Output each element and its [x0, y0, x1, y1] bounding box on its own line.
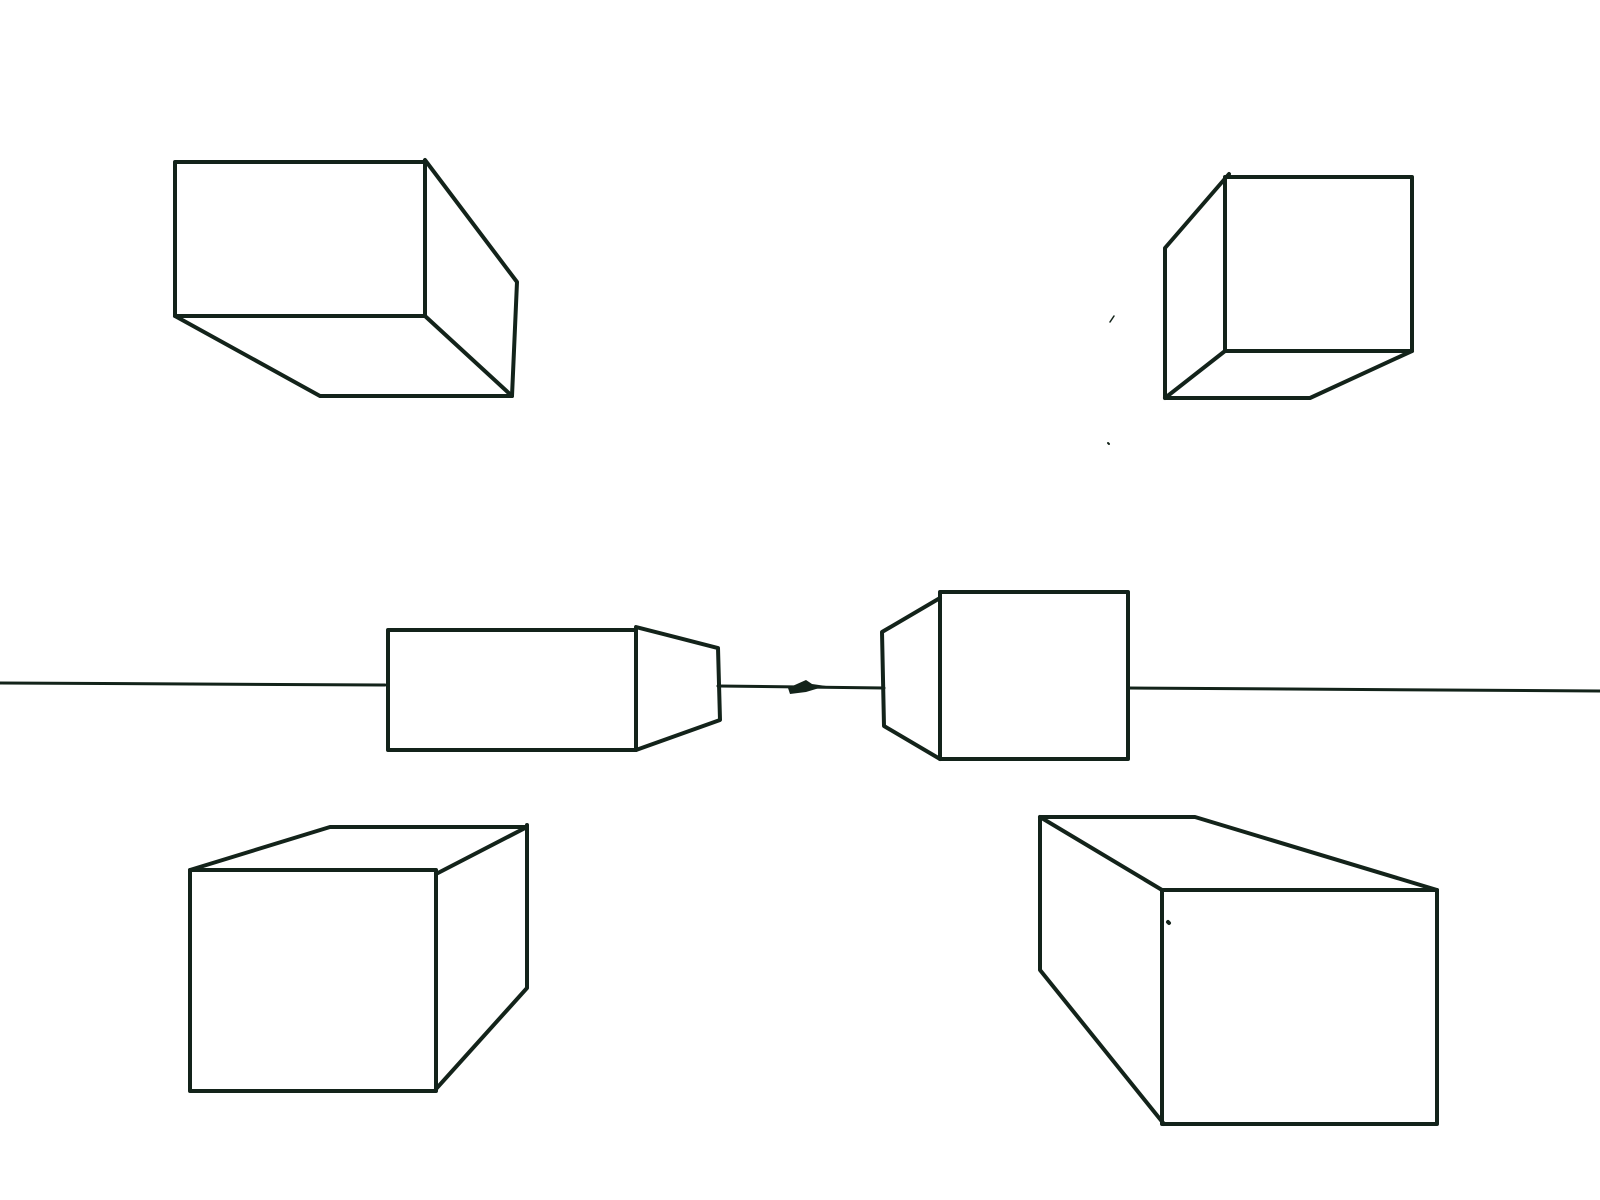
- stray-mark: [1107, 442, 1110, 445]
- box-bottom-left-top-face: [188, 825, 529, 876]
- box-middle-right-side-face: [880, 596, 942, 761]
- box-top-right: [1163, 172, 1414, 400]
- box-middle-left: [386, 625, 722, 752]
- box-bottom-right-side-edges: [1038, 815, 1166, 1126]
- box-top-left-front-face: [173, 160, 427, 318]
- vanishing-point: [788, 680, 826, 694]
- box-top-left-side-edges: [423, 158, 519, 398]
- box-bottom-right: [1038, 815, 1439, 1126]
- box-top-right-side-edges: [1163, 172, 1231, 400]
- box-bottom-left-front-face: [188, 868, 438, 1093]
- box-top-right-front-face: [1223, 175, 1414, 353]
- stray-marks: [1107, 315, 1171, 925]
- box-top-left-bottom-face: [173, 314, 514, 398]
- horizon-line-right: [1126, 686, 1600, 693]
- box-bottom-right-front-face: [1160, 888, 1439, 1126]
- box-top-left: [173, 158, 519, 398]
- horizon-line-left: [0, 681, 387, 687]
- box-bottom-right-top-face: [1038, 815, 1439, 892]
- box-bottom-left-side-edges: [434, 823, 529, 1091]
- horizon-line: [0, 680, 1600, 694]
- stray-mark: [1166, 920, 1171, 925]
- box-middle-right: [880, 590, 1130, 761]
- box-bottom-left: [188, 823, 529, 1093]
- stray-mark: [1109, 315, 1115, 323]
- box-middle-left-side-face: [634, 625, 722, 752]
- box-middle-right-front-face: [938, 590, 1130, 761]
- box-middle-left-front-face: [386, 628, 638, 752]
- box-top-right-bottom-face: [1163, 349, 1414, 400]
